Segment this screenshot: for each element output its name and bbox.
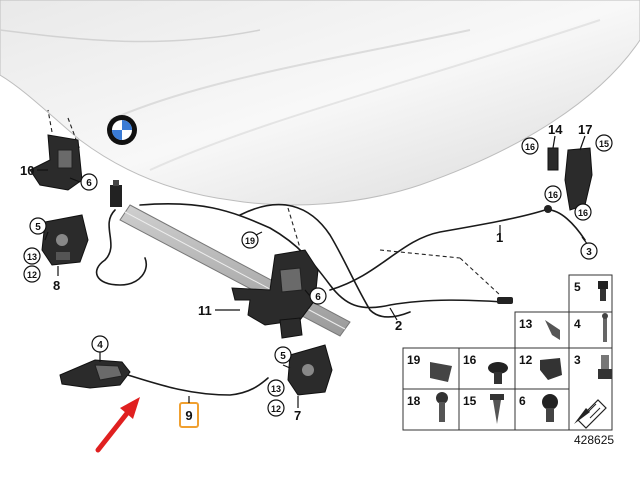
screw-icon bbox=[602, 313, 608, 342]
dash-line bbox=[459, 257, 501, 296]
circled-label-16a[interactable]: 16 bbox=[521, 137, 539, 155]
circled-label-6b[interactable]: 6 bbox=[309, 287, 327, 305]
svg-text:12: 12 bbox=[271, 404, 281, 414]
circled-label-12a[interactable]: 12 bbox=[23, 265, 41, 283]
parts-cell-label-16: 16 bbox=[463, 353, 477, 367]
lock-bracket-center bbox=[231, 249, 319, 339]
hood-contact-switch bbox=[110, 180, 122, 207]
svg-text:6: 6 bbox=[86, 178, 92, 189]
parts-cell-label-15: 15 bbox=[463, 394, 477, 408]
parts-table: 5 4 13 3 12 19 16 18 15 6 bbox=[402, 274, 613, 431]
part-label-8[interactable]: 8 bbox=[53, 278, 60, 293]
circled-label-5b[interactable]: 5 bbox=[274, 346, 292, 364]
parts-cell-label-18: 18 bbox=[407, 394, 421, 408]
cable-end bbox=[497, 297, 513, 304]
hood bbox=[0, 0, 640, 206]
svg-text:6: 6 bbox=[315, 292, 321, 303]
bmw-logo-icon bbox=[107, 115, 137, 145]
svg-text:4: 4 bbox=[97, 340, 103, 351]
parts-cell-label-13: 13 bbox=[519, 317, 533, 331]
circled-label-19[interactable]: 19 bbox=[241, 231, 259, 249]
bolt-icon bbox=[598, 281, 608, 301]
cable-1 bbox=[329, 209, 586, 291]
part-label-9[interactable]: 9 bbox=[185, 408, 192, 423]
svg-text:5: 5 bbox=[35, 222, 41, 233]
circled-label-16b[interactable]: 16 bbox=[544, 185, 562, 203]
svg-text:15: 15 bbox=[599, 139, 609, 149]
parts-cell-label-4: 4 bbox=[574, 317, 581, 331]
screw-icon bbox=[436, 392, 448, 422]
cable-2 bbox=[139, 202, 506, 309]
red-arrow-icon bbox=[95, 397, 140, 453]
part-label-7[interactable]: 7 bbox=[294, 408, 301, 423]
clip-icon bbox=[545, 320, 560, 340]
hood-lock-right bbox=[287, 344, 333, 396]
cable-end bbox=[544, 205, 552, 213]
parts-cell-label-3: 3 bbox=[574, 353, 581, 367]
circled-label-5a[interactable]: 5 bbox=[29, 217, 47, 235]
svg-text:3: 3 bbox=[586, 247, 592, 258]
circled-label-15[interactable]: 15 bbox=[595, 134, 613, 152]
sensor-wire bbox=[95, 209, 147, 286]
svg-text:13: 13 bbox=[27, 252, 37, 262]
circled-label-13a[interactable]: 13 bbox=[23, 247, 41, 265]
hood-lock-left bbox=[41, 214, 89, 266]
circled-label-12b[interactable]: 12 bbox=[267, 399, 285, 417]
svg-text:13: 13 bbox=[271, 384, 281, 394]
leader-lines bbox=[37, 169, 589, 408]
svg-text:19: 19 bbox=[245, 236, 255, 246]
circled-label-16c[interactable]: 16 bbox=[574, 203, 592, 221]
hex-bolt-icon bbox=[542, 394, 558, 422]
part-label-14[interactable]: 14 bbox=[548, 122, 563, 137]
cable-19 bbox=[239, 203, 411, 318]
cable-clip-icon bbox=[430, 362, 452, 382]
circled-label-6a[interactable]: 6 bbox=[80, 173, 98, 191]
parts-cell-label-6: 6 bbox=[519, 394, 526, 408]
nut-bolt-icon bbox=[598, 355, 612, 379]
rivet-icon bbox=[488, 362, 508, 384]
circled-label-3[interactable]: 3 bbox=[580, 242, 598, 260]
part-label-17[interactable]: 17 bbox=[578, 122, 592, 137]
parts-cell-label-5: 5 bbox=[574, 280, 581, 294]
circled-label-4[interactable]: 4 bbox=[91, 335, 109, 353]
release-lever bbox=[59, 359, 131, 389]
parts-cell-label-19: 19 bbox=[407, 353, 421, 367]
part-label-1[interactable]: 1 bbox=[496, 230, 503, 245]
bracket-10 bbox=[29, 109, 83, 191]
release-cables bbox=[95, 202, 586, 396]
svg-text:16: 16 bbox=[578, 208, 588, 218]
circled-label-13b[interactable]: 13 bbox=[267, 379, 285, 397]
svg-text:16: 16 bbox=[525, 142, 535, 152]
bracket-clip-icon bbox=[540, 358, 562, 380]
self-tapping-screw-icon bbox=[490, 394, 504, 424]
cable-9 bbox=[127, 374, 269, 396]
part-label-2[interactable]: 2 bbox=[395, 318, 402, 333]
svg-text:12: 12 bbox=[27, 270, 37, 280]
svg-text:16: 16 bbox=[548, 190, 558, 200]
dash-line bbox=[379, 249, 461, 259]
part-label-11[interactable]: 11 bbox=[198, 303, 212, 318]
parts-cell-label-12: 12 bbox=[519, 353, 533, 367]
part-label-10[interactable]: 10 bbox=[20, 163, 34, 178]
diagram-number: 428625 bbox=[574, 433, 614, 447]
fastener-arrow-icon bbox=[574, 399, 607, 429]
svg-text:5: 5 bbox=[280, 351, 286, 362]
